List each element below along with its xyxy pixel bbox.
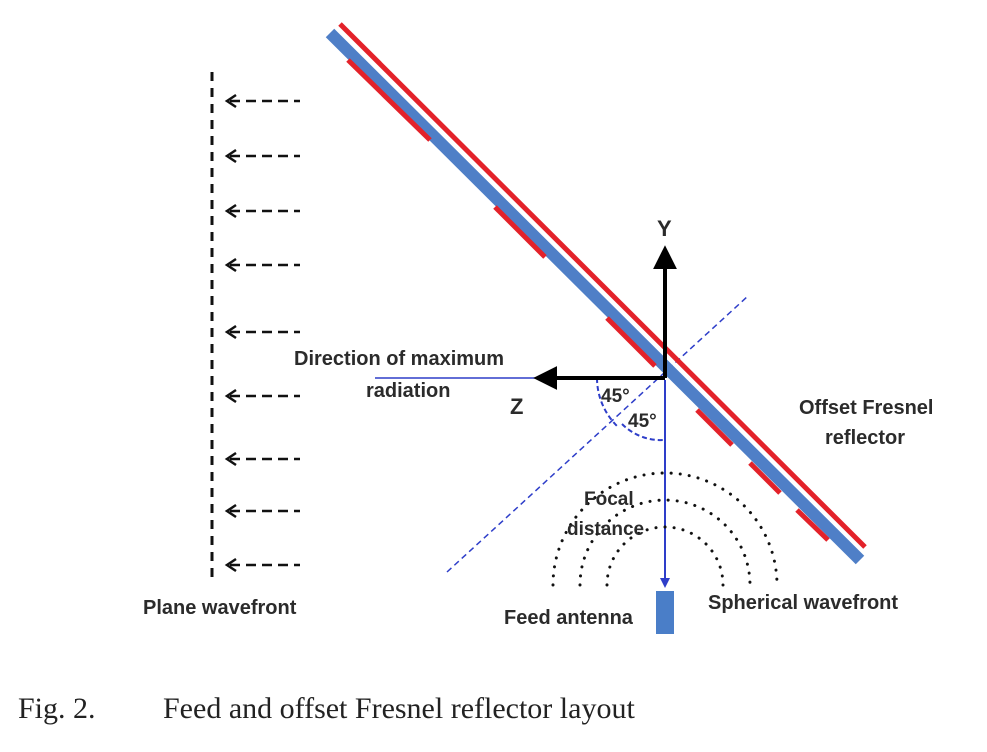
plane-wave-arrow (224, 148, 300, 164)
figure-caption-text: Feed and offset Fresnel reflector layout (163, 692, 635, 725)
figure-caption-number: Fig. 2. (18, 692, 96, 725)
reflector-label-line2: reflector (825, 427, 905, 449)
angle-arc-lower (621, 423, 665, 442)
spherical-wavefront-label: Spherical wavefront (708, 592, 898, 614)
y-axis-label: Y (657, 216, 672, 241)
direction-label-line1: Direction of maximum (294, 348, 504, 370)
angle-label-lower: 45° (628, 411, 657, 432)
plane-wave-arrow (224, 324, 300, 340)
plane-wave-arrow (224, 203, 300, 219)
plane-wave-arrow (224, 451, 300, 467)
plane-wave-arrow (224, 557, 300, 573)
z-axis-label: Z (510, 394, 523, 419)
plane-wave-arrow (224, 503, 300, 519)
plane-wave-arrows (224, 93, 300, 573)
plane-wave-arrow (224, 257, 300, 273)
angle-label-upper: 45° (601, 386, 630, 407)
spherical-wavefront (551, 471, 779, 587)
offset-fresnel-reflector (325, 22, 867, 565)
feed-antenna (656, 591, 674, 634)
plane-wavefront-label: Plane wavefront (143, 597, 297, 619)
focal-label-line2: distance (567, 519, 644, 540)
focal-label-line1: Focal (584, 489, 634, 510)
reflector-label-line1: Offset Fresnel (799, 397, 933, 419)
angle-arc-upper (596, 377, 618, 427)
direction-label-line2: radiation (366, 380, 450, 402)
feed-antenna-label: Feed antenna (504, 607, 634, 629)
diagonal-guide-line (446, 295, 749, 573)
plane-wave-arrow (224, 388, 300, 404)
plane-wave-arrow (224, 93, 300, 109)
